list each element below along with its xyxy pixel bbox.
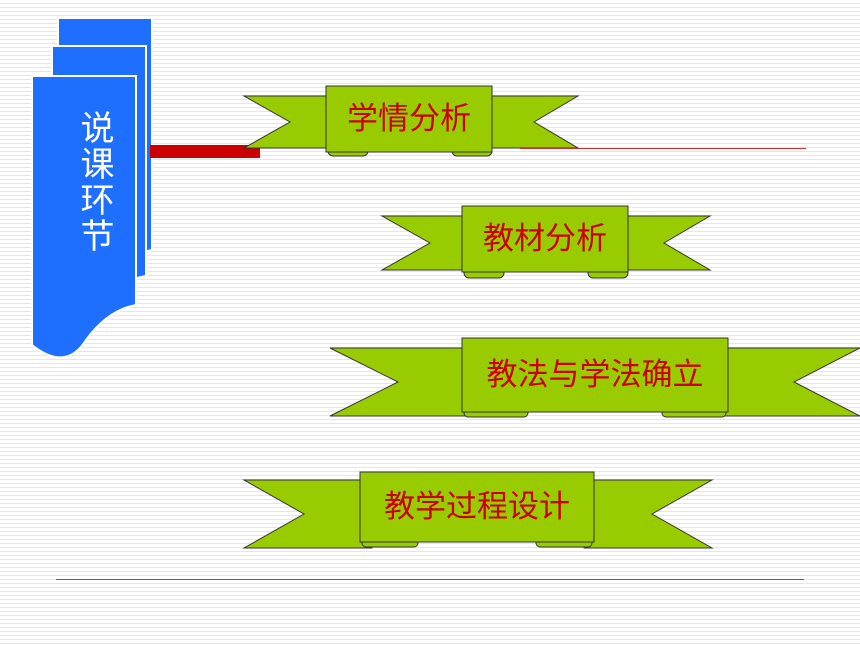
- side-title: 说课环节: [74, 110, 114, 254]
- top-red-rule: [520, 148, 806, 149]
- banner-2-right-tail: [617, 215, 712, 271]
- banner-1-face: [325, 85, 493, 153]
- red-connector-bar: [150, 145, 260, 158]
- banner-3-left-tail: [329, 347, 475, 417]
- banner-4-face: [359, 471, 595, 543]
- banner-1[interactable]: [242, 85, 580, 157]
- tab-front-sheet: [31, 75, 137, 359]
- banner-2-face: [461, 205, 629, 273]
- banner-3-face: [461, 337, 729, 413]
- banner-1-label[interactable]: 学情分析: [347, 100, 471, 137]
- banner-4[interactable]: [242, 471, 714, 549]
- banner-2-label[interactable]: 教材分析: [483, 220, 607, 257]
- banner-3-right-tail: [715, 347, 860, 417]
- banner-2-left-tail: [380, 215, 475, 271]
- banner-3[interactable]: [329, 337, 860, 418]
- banner-4-left-tail: [242, 479, 373, 549]
- banner-3-label[interactable]: 教法与学法确立: [486, 356, 704, 393]
- banner-1-right-tail: [483, 95, 580, 149]
- banner-4-label[interactable]: 教学过程设计: [384, 488, 570, 525]
- bottom-red-rule: [56, 579, 804, 580]
- banner-4-right-tail: [583, 479, 714, 549]
- banner-2[interactable]: [380, 205, 712, 279]
- banner-1-left-tail: [242, 95, 339, 149]
